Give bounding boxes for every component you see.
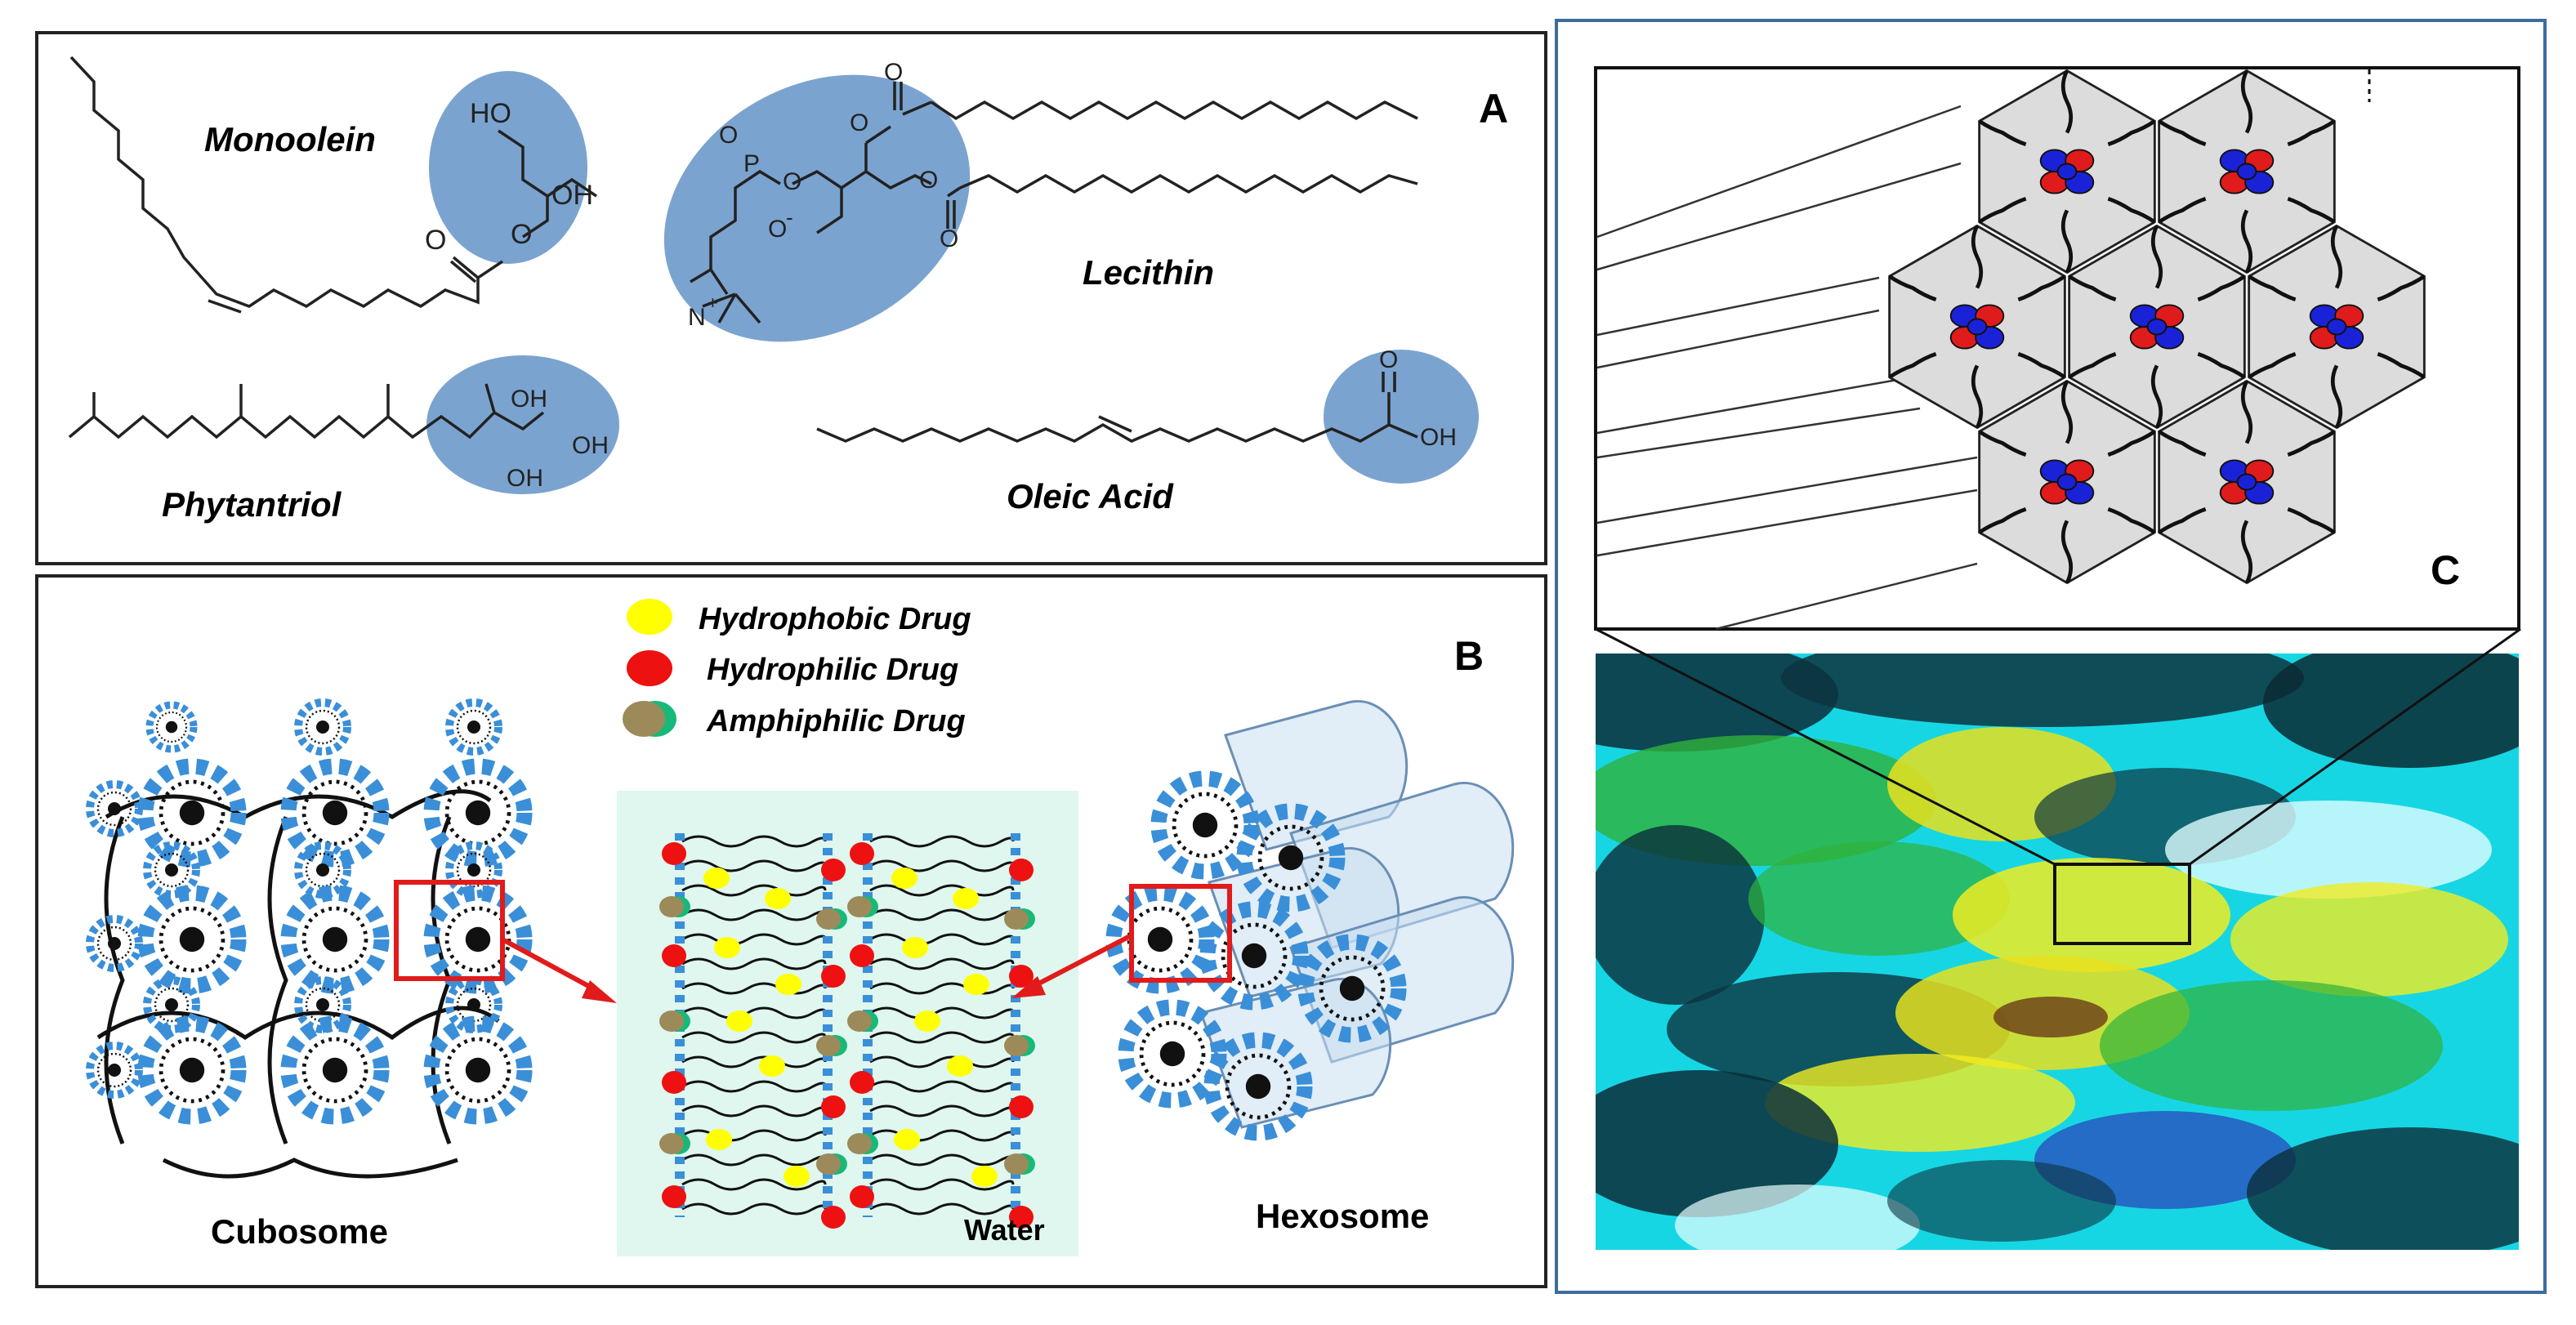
lipid-bilayer	[659, 833, 847, 1229]
panel-a: A O O OH HO Monoolein O O O O O P O O - …	[35, 31, 1547, 565]
monoolein-label: Monoolein	[204, 120, 376, 158]
amphiphilic-drug-label: Amphiphilic Drug	[706, 704, 966, 738]
cubosome-head-ring	[145, 1024, 239, 1117]
lecithin-glycerol	[792, 125, 932, 234]
lecithin-o-6: O	[719, 122, 738, 149]
hexosome-zoom-arrowhead	[1011, 976, 1046, 998]
amphiphilic-drug-swatch-a	[623, 701, 665, 737]
cubosome-head-ring	[288, 1024, 382, 1117]
panel-b-frame	[35, 574, 1547, 1288]
cylinder-perspective-lines	[1596, 105, 1978, 631]
oleic-acid-headgroup-highlight	[1324, 350, 1479, 484]
lecithin-o-2: O	[850, 109, 868, 136]
cubosome-zoom-arrow	[501, 937, 602, 995]
monoolein-ester-o: O	[511, 219, 532, 250]
phytantriol-chain	[68, 383, 545, 439]
lecithin-plus-sign: +	[708, 292, 718, 313]
phytantriol-oh-1: OH	[511, 386, 547, 413]
lecithin-methyls	[702, 292, 761, 324]
oleic-acid-carbonyl	[1382, 372, 1396, 392]
cubosome-head-ring	[90, 1046, 139, 1095]
hexosome-zoom-box	[1129, 884, 1232, 983]
lecithin-headgroup-highlight	[663, 74, 971, 342]
phytantriol-label: Phytantriol	[162, 485, 342, 524]
lecithin-choline	[690, 169, 781, 295]
zoom-projection-lines	[1595, 627, 2521, 866]
drug-legend: Hydrophobic Drug Hydrophilic Drug Amphip…	[623, 599, 971, 738]
cubosome-head-ring	[90, 784, 139, 833]
panel-a-frame	[35, 31, 1547, 565]
lecithin-minus-sign: -	[786, 205, 793, 230]
lecithin-o-5: O	[783, 168, 801, 195]
cubosome-head-ring	[288, 766, 382, 859]
lecithin-carbonyl-1	[893, 82, 932, 116]
oleic-acid-o: O	[1379, 346, 1398, 373]
monoolein-carbonyl	[449, 256, 480, 283]
water-bilayer-inset: Water	[617, 791, 1078, 1256]
lecithin-label: Lecithin	[1083, 253, 1214, 292]
oleic-acid-chain	[816, 392, 1418, 443]
oleic-acid-oh: OH	[1420, 424, 1457, 451]
zoom-region-box	[2053, 863, 2191, 945]
hexosome-head-ring	[1159, 778, 1252, 872]
panel-c-frame	[1555, 19, 2547, 1294]
hydrophobic-drug-swatch	[627, 599, 672, 635]
cubosome-head-ring	[298, 703, 347, 752]
cubosome-head-ring	[449, 703, 498, 752]
monoolein-glycerol	[498, 129, 597, 239]
lecithin-carbonyl-2	[946, 186, 961, 229]
cubosome-diagram	[90, 703, 525, 1179]
cubosome-head-ring	[145, 893, 239, 986]
panel-c: C	[1555, 19, 2547, 1294]
monoolein-double-bond	[208, 299, 242, 314]
lecithin-tail-2	[959, 173, 1418, 194]
hexosome-diagram	[1114, 699, 1515, 1133]
phytantriol-oh-3: OH	[572, 432, 609, 459]
monoolein-oh: OH	[551, 180, 593, 211]
lecithin-tail-1	[931, 100, 1418, 121]
phytantriol-headgroup-highlight	[426, 355, 619, 494]
cubosome-label: Cubosome	[211, 1212, 388, 1251]
panel-c-letter: C	[2431, 547, 2460, 593]
monoolein-ho: HO	[470, 98, 511, 129]
monoolein-tail	[69, 56, 503, 309]
panel-b: B Hydrophobic Drug Hydrophilic Drug Amph…	[35, 574, 1547, 1288]
oleic-acid-label: Oleic Acid	[1007, 477, 1174, 515]
oleic-acid-double-bond	[1098, 415, 1132, 433]
lecithin-o-1: O	[884, 59, 903, 86]
phytantriol-oh-2: OH	[507, 465, 543, 492]
cubosome-head-ring	[288, 893, 382, 986]
cubosome-head-ring	[431, 1024, 525, 1117]
lecithin-o-4: O	[940, 225, 958, 252]
hydrophilic-drug-label: Hydrophilic Drug	[707, 653, 958, 687]
panel-b-letter: B	[1454, 633, 1484, 679]
panel-a-letter: A	[1479, 86, 1508, 132]
lecithin-p: P	[743, 150, 760, 177]
cubosome-zoom-arrowhead	[582, 980, 617, 1003]
hydrophilic-drug-swatch	[627, 650, 672, 686]
microscopy-image	[1596, 654, 2519, 1250]
lecithin-o-minus: O	[768, 216, 787, 243]
cubosome-head-ring	[145, 766, 239, 859]
cubosome-head-ring	[90, 919, 139, 968]
hexosome-label: Hexosome	[1256, 1197, 1429, 1235]
cubosome-head-ring	[150, 705, 194, 749]
monoolein-carbonyl-o: O	[425, 225, 446, 256]
lecithin-o-3: O	[919, 167, 938, 194]
lecithin-n: N	[688, 304, 706, 331]
hexosome-zoom-arrow	[1028, 933, 1133, 991]
hydrophobic-drug-label: Hydrophobic Drug	[699, 602, 971, 636]
water-label: Water	[964, 1213, 1045, 1247]
cubosome-zoom-box	[394, 880, 505, 981]
